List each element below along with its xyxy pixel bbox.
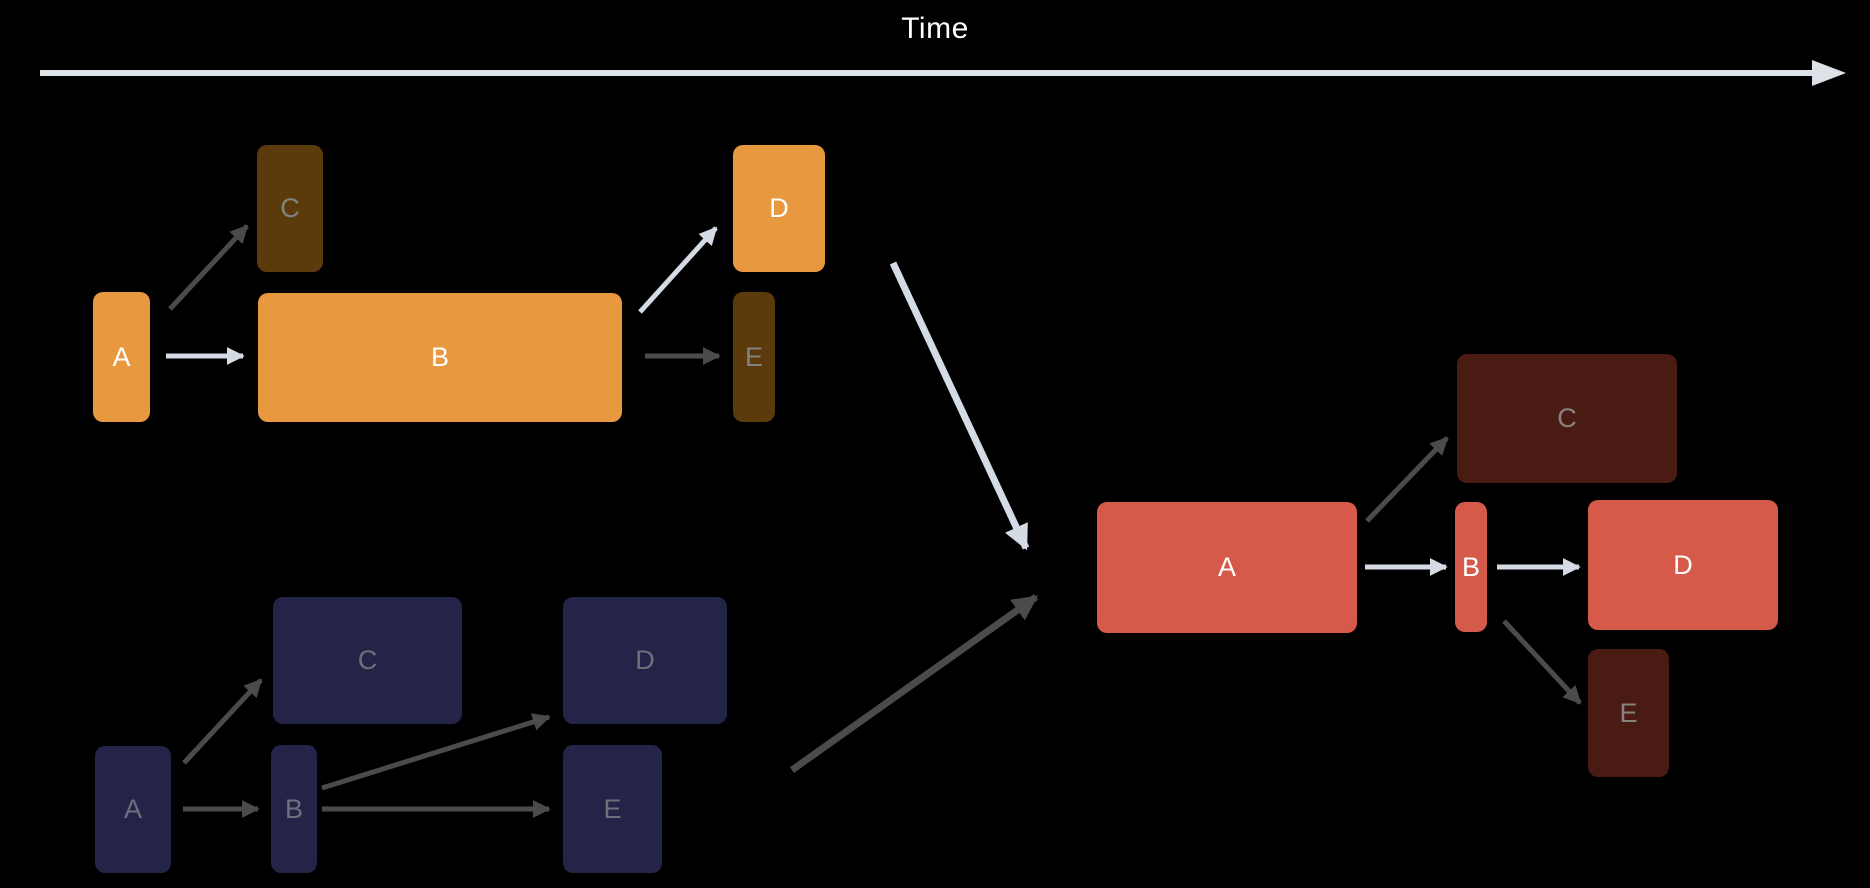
node-trace-2-C: C <box>273 597 462 724</box>
node-trace-1-C: C <box>257 145 323 272</box>
link-trace-2-to-trace-3-A <box>789 594 1039 773</box>
node-trace-3-B: B <box>1455 502 1487 632</box>
node-trace-2-E: E <box>563 745 662 873</box>
trace-2-arrow-B-to-D <box>321 713 551 791</box>
time-axis-arrowhead-icon <box>1812 60 1846 86</box>
node-trace-2-A: A <box>95 746 171 873</box>
node-trace-3-E: E <box>1588 649 1669 777</box>
trace-3-arrow-A-to-C <box>1365 436 1449 523</box>
time-axis-label: Time <box>901 12 969 45</box>
trace-1-arrow-B-to-D <box>638 226 718 314</box>
node-trace-1-A: A <box>93 292 150 422</box>
node-trace-3-A: A <box>1097 502 1357 633</box>
time-axis <box>40 60 1846 86</box>
node-trace-1-B: B <box>258 293 622 422</box>
trace-1-arrow-A-to-C <box>168 224 249 311</box>
node-trace-1-E: E <box>733 292 775 422</box>
node-trace-3-D: D <box>1588 500 1778 630</box>
trace-2-arrow-A-to-C <box>182 678 263 765</box>
link-trace-1-D-to-trace-3-A <box>889 261 1030 551</box>
node-trace-2-B: B <box>271 745 317 873</box>
node-trace-2-D: D <box>563 597 727 724</box>
arrow-layer <box>166 224 1582 818</box>
node-trace-1-D: D <box>733 145 825 272</box>
trace-3-arrow-B-to-E <box>1502 619 1582 705</box>
node-trace-3-C: C <box>1457 354 1677 483</box>
